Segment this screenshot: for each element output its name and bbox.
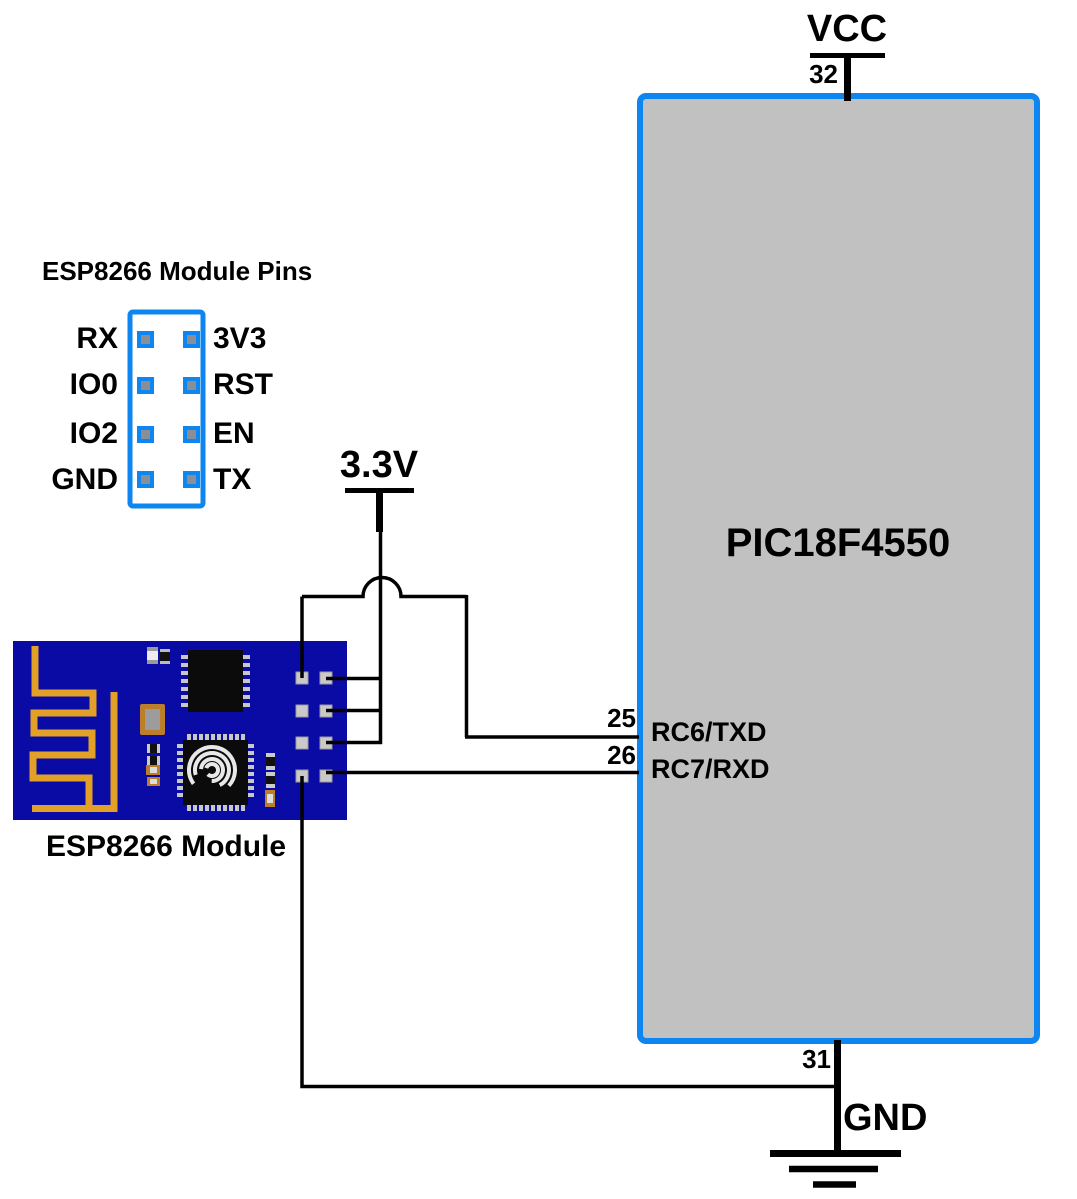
vcc-power-symbol-icon [810, 53, 885, 101]
pinout-label-io0: IO0 [69, 368, 118, 401]
pin-label-rc7-rxd: RC7/RXD [651, 754, 770, 784]
pinout-pin-centers [141, 335, 196, 484]
pinout-label-tx: TX [213, 463, 252, 496]
esp-pinout-title: ESP8266 Module Pins [42, 256, 313, 286]
pic-name: PIC18F4550 [725, 521, 951, 565]
antenna-trace-icon [29, 646, 118, 812]
smd-top-pair [147, 647, 170, 664]
flash-chip [181, 650, 250, 712]
pinout-label-rx: RX [76, 322, 118, 355]
esp-module-caption: ESP8266 Module [46, 830, 287, 863]
pic-mcu [637, 93, 1040, 1044]
pinout-label-io2: IO2 [69, 417, 118, 450]
esp-module-pcb [13, 641, 347, 820]
ground-symbol-icon [770, 1150, 901, 1188]
pinout-label-gnd: GND [51, 463, 118, 496]
wire-esp-gnd [300, 776, 837, 1089]
crystal-component [140, 704, 165, 735]
esp-swirl-logo-icon [187, 745, 237, 796]
module-header-pads [295, 671, 333, 783]
wire-3v3-bus [326, 676, 383, 745]
pin-number-25: 25 [607, 703, 636, 733]
vcc-label: VCC [806, 8, 888, 50]
pinout-label-3v3: 3V3 [213, 322, 267, 355]
esp-pinout-box [127, 309, 206, 509]
smd-right-group [265, 753, 275, 807]
smd-left-group [146, 744, 160, 786]
v33-label: 3.3V [339, 444, 419, 486]
pinout-label-rst: RST [213, 368, 273, 401]
pin-label-rc6-txd: RC6/TXD [651, 717, 767, 747]
gnd-pin-number: 31 [802, 1044, 831, 1074]
pin-number-26: 26 [607, 740, 636, 770]
vcc-pin-number: 32 [809, 59, 838, 89]
esp-soc-chip [177, 734, 254, 811]
v33-power-symbol-icon [345, 488, 414, 679]
gnd-label: GND [843, 1097, 928, 1139]
pinout-label-en: EN [213, 417, 255, 450]
pic-body [637, 93, 1040, 1044]
wire-esp-rx-to-rc6 [300, 575, 639, 739]
wires [300, 53, 901, 1188]
pinout-box-outline [127, 309, 206, 509]
